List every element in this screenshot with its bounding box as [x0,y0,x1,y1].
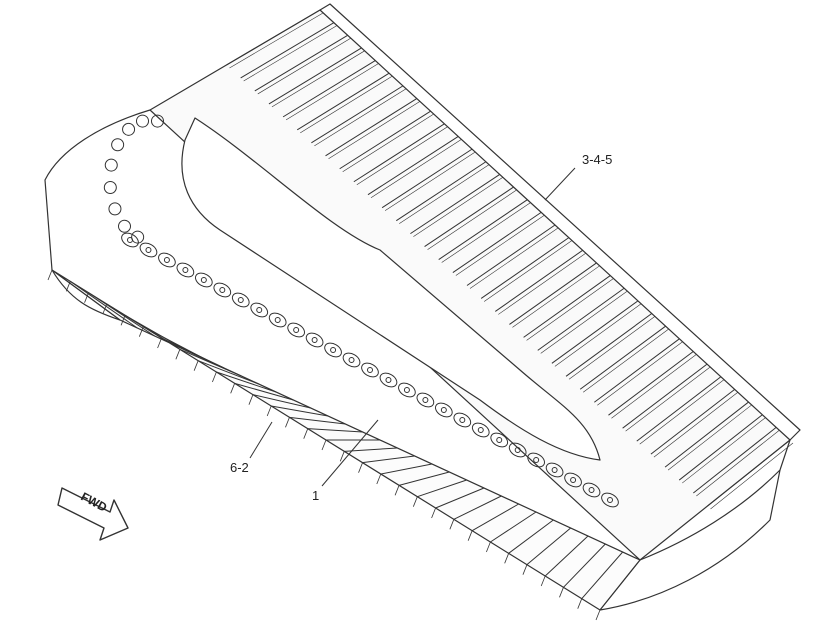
track-outline [44,3,801,611]
track-link-chain [103,114,619,508]
track-shoe-lines [47,9,794,621]
callout-leaders [249,167,576,487]
callout-track-shoe-group: 3-4-5 [582,152,613,167]
callout-shoe-bolt: 6-2 [230,460,249,475]
callout-track-link: 1 [312,488,320,503]
forward-arrow-icon [57,487,129,541]
